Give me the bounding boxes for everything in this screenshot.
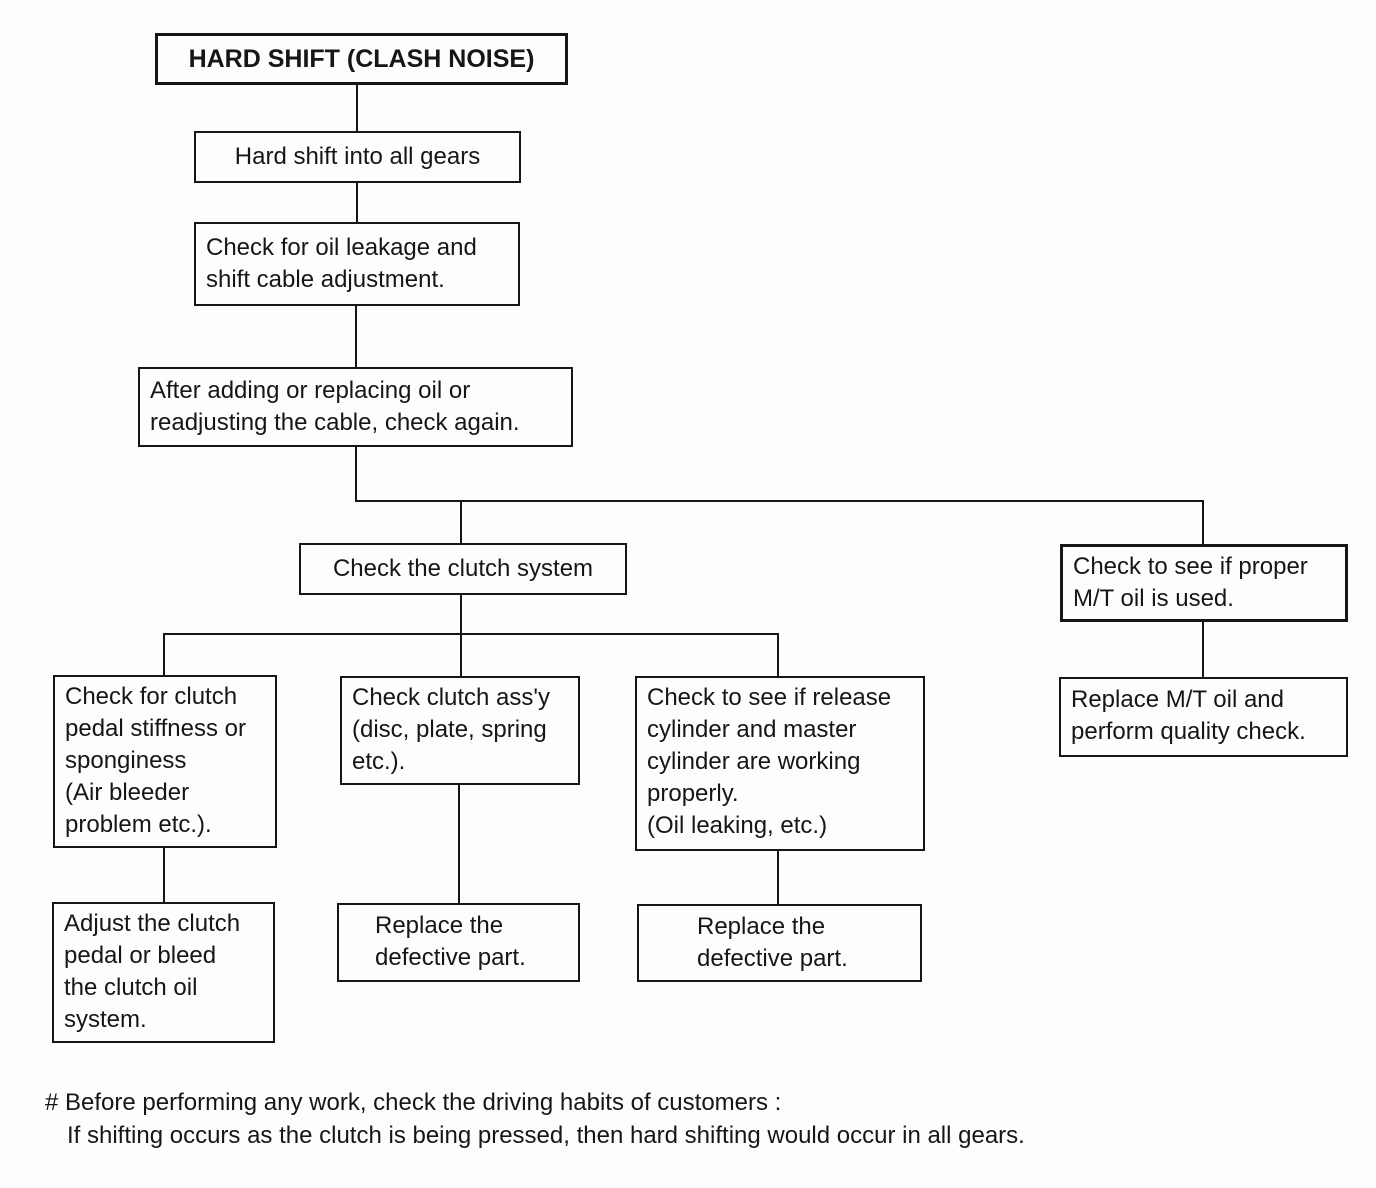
- flow-node-check-clutch-system: Check the clutch system: [299, 543, 627, 595]
- connector-assy-replace: [458, 785, 460, 903]
- connector-top-branch: [355, 500, 1204, 502]
- connector-title-symptom: [356, 85, 358, 131]
- connector-branch-cylinders: [777, 633, 779, 676]
- flow-node-check-clutch-assy: Check clutch ass'y (disc, plate, spring …: [340, 676, 580, 785]
- footnote-line-2: If shifting occurs as the clutch is bein…: [67, 1122, 1025, 1149]
- footnote: # Before performing any work, check the …: [45, 1086, 1025, 1152]
- flow-node-replace-defective-right: Replace the defective part.: [637, 904, 922, 982]
- connector-branch-assy: [460, 633, 462, 676]
- connector-clutch-branch: [163, 633, 779, 635]
- connector-symptom-oil: [356, 183, 358, 222]
- flow-node-check-cylinders: Check to see if release cylinder and mas…: [635, 676, 925, 851]
- connector-branch-pedal: [163, 633, 165, 675]
- connector-recheck-drop: [355, 447, 357, 502]
- flow-node-check-mt-oil: Check to see if proper M/T oil is used.: [1060, 544, 1348, 622]
- flow-node-check-clutch-pedal: Check for clutch pedal stiffness or spon…: [53, 675, 277, 848]
- connector-clutch-drop: [460, 595, 462, 635]
- connector-branch-clutch: [460, 500, 462, 543]
- connector-pedal-adjust: [163, 848, 165, 902]
- connector-oil-recheck: [355, 306, 357, 367]
- flow-node-title: HARD SHIFT (CLASH NOISE): [155, 33, 568, 85]
- flow-node-replace-defective-mid: Replace the defective part.: [337, 903, 580, 982]
- flow-node-check-oil-leakage: Check for oil leakage and shift cable ad…: [194, 222, 520, 306]
- connector-branch-mtoil: [1202, 500, 1204, 544]
- connector-cylinders-replace: [777, 851, 779, 904]
- flow-node-recheck-after-fix: After adding or replacing oil or readjus…: [138, 367, 573, 447]
- footnote-line-1: # Before performing any work, check the …: [45, 1089, 782, 1116]
- flow-node-replace-mt-oil: Replace M/T oil and perform quality chec…: [1059, 677, 1348, 757]
- flow-node-symptom: Hard shift into all gears: [194, 131, 521, 183]
- flow-node-adjust-clutch-pedal: Adjust the clutch pedal or bleed the clu…: [52, 902, 275, 1043]
- connector-mtoil-replace: [1202, 622, 1204, 677]
